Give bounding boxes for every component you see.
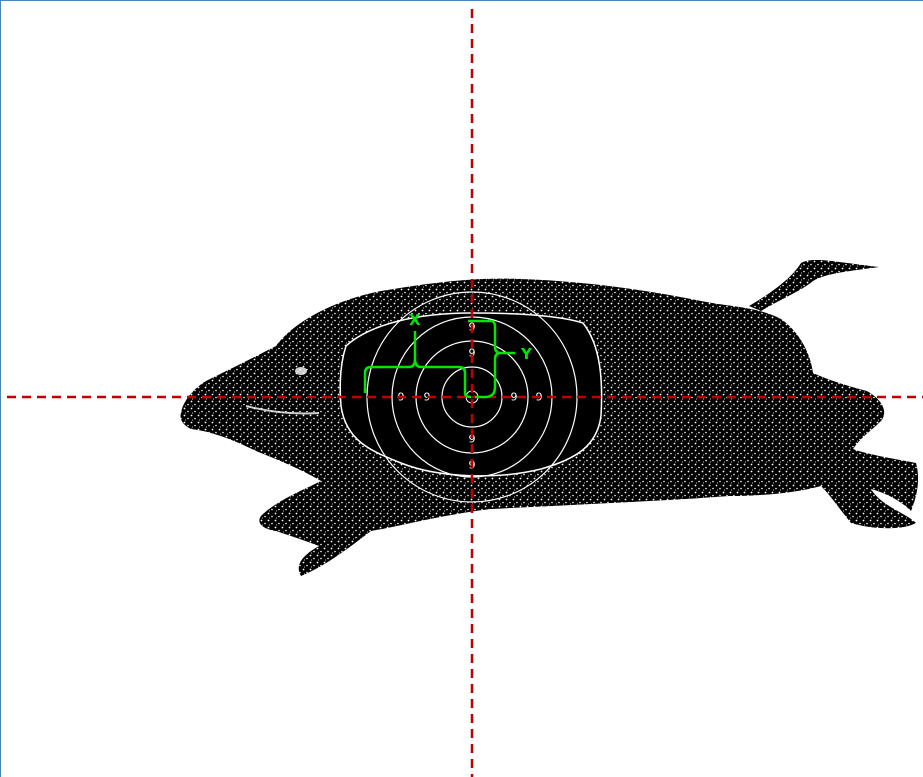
x-label: X — [409, 311, 421, 329]
y-label: Y — [520, 345, 533, 363]
boar-tail — [749, 260, 879, 311]
ring-label-right-1: 9 — [511, 391, 518, 404]
boar-eye — [295, 367, 307, 375]
